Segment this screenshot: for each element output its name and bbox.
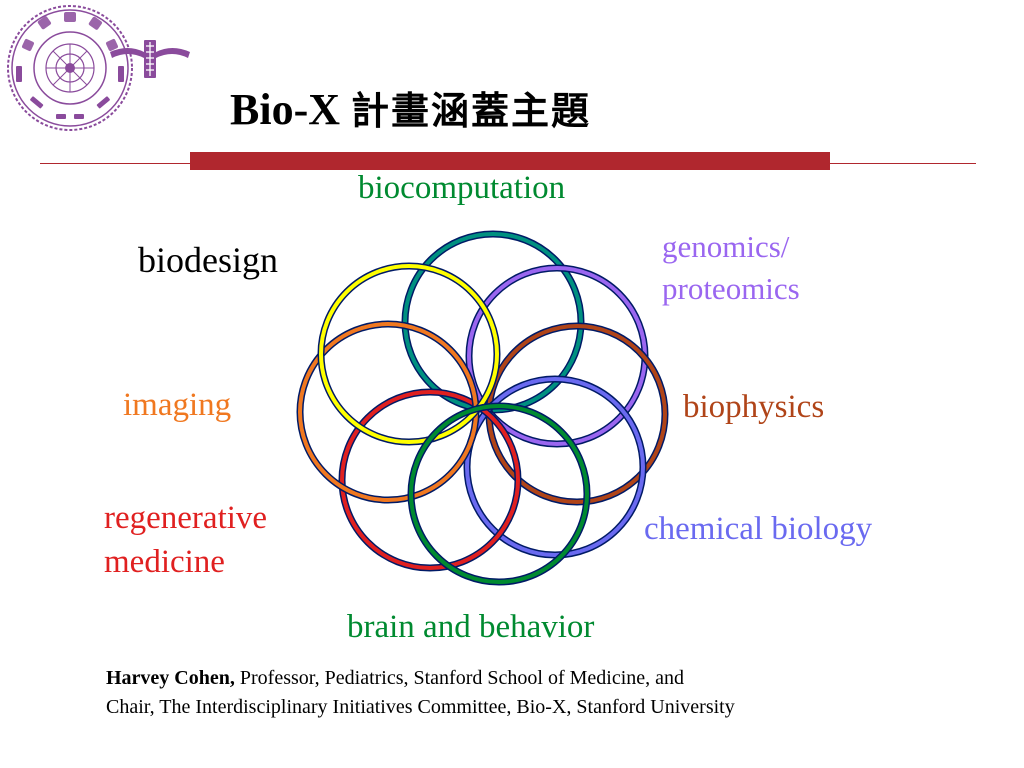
credit-text: Harvey Cohen, Professor, Pediatrics, Sta… [106, 664, 735, 722]
label-brain-behavior: brain and behavior [347, 609, 595, 645]
label-chemical-biology: chemical biology [644, 511, 873, 547]
slide-title: Bio-X 計畫涵蓋主題 [230, 84, 591, 137]
credit-name: Harvey Cohen, [106, 667, 235, 689]
label-regenerative-line2: medicine [104, 544, 225, 580]
label-imaging: imaging [123, 387, 232, 423]
ring-orange [296, 320, 480, 504]
ring-red [338, 388, 522, 572]
label-regenerative-line1: regenerative [104, 500, 268, 536]
credit-line-2: Chair, The Interdisciplinary Initiatives… [106, 696, 735, 718]
title-prefix: Bio-X [230, 85, 340, 134]
ring-teal [401, 230, 585, 414]
ring-yellow [317, 262, 501, 446]
title-chinese: 計畫涵蓋主題 [351, 88, 592, 133]
label-biophysics: biophysics [683, 389, 825, 425]
credit-line1-rest: Professor, Pediatrics, Stanford School o… [234, 667, 685, 689]
label-biocomputation: biocomputation [358, 170, 566, 206]
ring-blue [463, 375, 647, 559]
ring-green [407, 402, 591, 586]
divider-thick [190, 152, 830, 170]
winged-emblem-logo [110, 40, 190, 78]
label-biodesign: biodesign [138, 240, 278, 280]
label-genomics-proteomics: genomics/ proteomics [662, 226, 800, 310]
label-genomics-line1: genomics/ [662, 229, 790, 264]
rings-diagram [296, 230, 669, 586]
label-regenerative-medicine: regenerative medicine [104, 496, 267, 584]
credit-line-1: Harvey Cohen, Professor, Pediatrics, Sta… [106, 664, 735, 693]
label-genomics-line2: proteomics [662, 271, 800, 306]
university-seal-logo [7, 5, 133, 131]
